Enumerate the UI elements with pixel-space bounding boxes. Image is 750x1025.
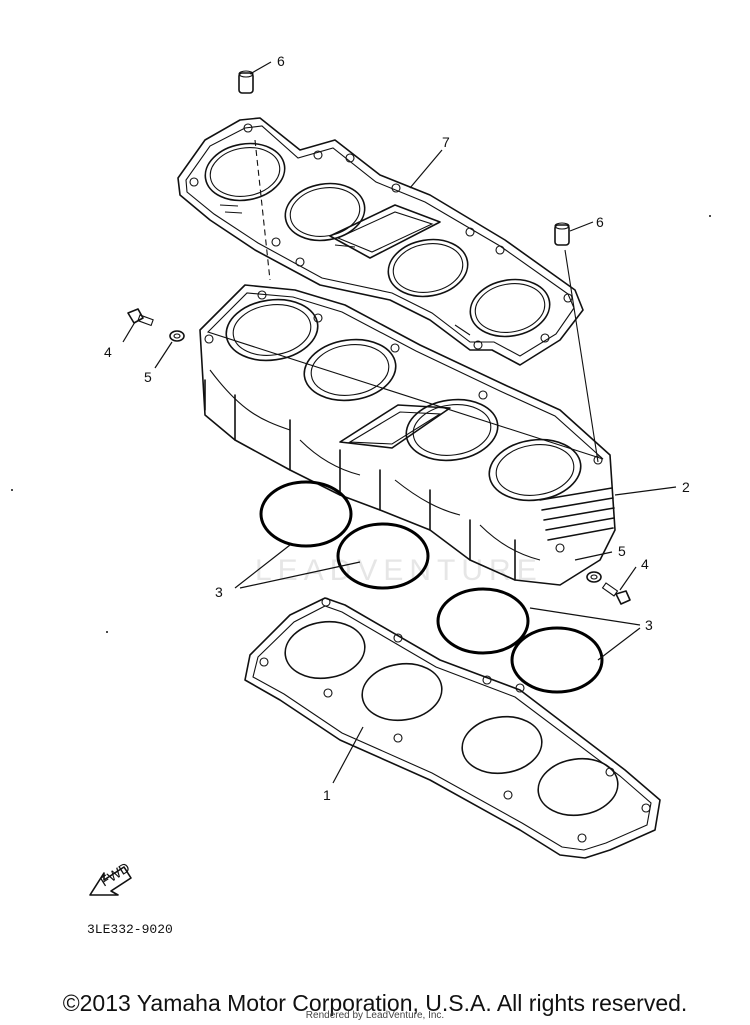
diagram-code: 3LE332-9020 <box>87 922 173 937</box>
bolt-part-4-right <box>601 582 631 605</box>
head-gasket-part-7 <box>177 117 584 366</box>
rendered-by-notice: Rendered by LeadVenture, Inc. <box>305 1010 445 1021</box>
callout-6-left: 6 <box>277 53 285 69</box>
leader-3a-1 <box>234 544 291 589</box>
watermark: LEADVENTURE <box>255 554 543 587</box>
svg-text:FWD: FWD <box>97 859 133 889</box>
speck <box>11 489 13 491</box>
speck <box>709 215 711 217</box>
callout-3-right: 3 <box>645 617 653 633</box>
callout-4-left: 4 <box>104 344 112 360</box>
cylinder-block-part-2 <box>199 284 616 586</box>
callout-6-right: 6 <box>596 214 604 230</box>
callout-3-left: 3 <box>215 584 223 600</box>
o-ring-part-3-1 <box>259 480 353 548</box>
leader-6-left <box>249 61 272 75</box>
leader-6-right <box>569 221 594 232</box>
leader-4-left <box>122 321 136 343</box>
speck <box>106 631 108 633</box>
dowel-pin-part-6-right <box>554 222 570 246</box>
leader-2 <box>614 486 677 496</box>
leader-4-right <box>619 566 637 591</box>
washer-part-5-right <box>586 571 602 583</box>
callout-5-left: 5 <box>144 369 152 385</box>
o-ring-part-3-2 <box>336 522 430 590</box>
callout-2: 2 <box>682 479 690 495</box>
leader-3b-1 <box>529 607 641 626</box>
callout-5-right: 5 <box>618 543 626 559</box>
copyright-notice: ©2013 Yamaha Motor Corporation, U.S.A. A… <box>62 990 688 1016</box>
callout-7: 7 <box>442 134 450 150</box>
pin-guide-line-right <box>564 249 599 463</box>
fwd-arrow-icon: FWD <box>89 859 133 896</box>
callout-1: 1 <box>323 787 331 803</box>
bolt-part-4-left <box>127 308 154 327</box>
leader-1 <box>332 726 364 784</box>
leader-7 <box>409 149 443 189</box>
leader-3a-2 <box>239 561 361 589</box>
o-ring-part-3-3 <box>436 587 530 655</box>
pin-guide-line-left <box>254 139 271 281</box>
leader-5-right <box>574 551 613 561</box>
base-gasket-part-1 <box>244 597 661 859</box>
leader-5-left <box>154 341 173 369</box>
washer-part-5-left <box>169 330 185 342</box>
o-ring-part-3-4 <box>510 626 604 694</box>
dowel-pin-part-6-left <box>238 70 254 94</box>
leader-3b-2 <box>597 627 641 661</box>
callout-4-right: 4 <box>641 556 649 572</box>
